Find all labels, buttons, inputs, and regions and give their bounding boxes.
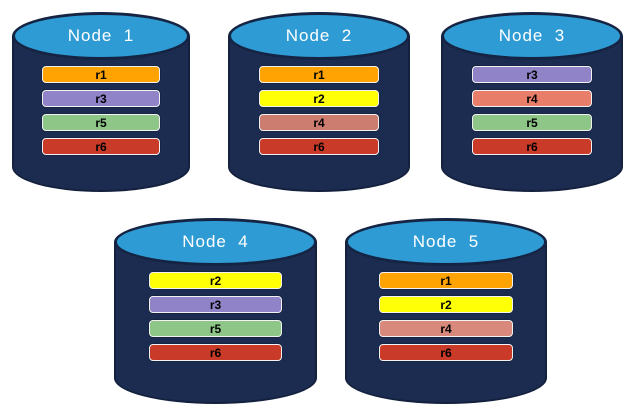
replica-bar-r5: r5 [148,320,283,337]
node-3-cylinder-top: Node 3 [441,12,623,60]
node-3: Node 3 r3 r4 r5 r6 [441,12,623,192]
node-2-title: Node 2 [285,26,353,45]
replica-bar-r3: r3 [148,296,283,313]
replica-bar-r3: r3 [42,90,160,107]
replica-bar-r6: r6 [379,344,513,361]
replica-bar-r3: r3 [471,66,593,83]
replica-label: r4 [440,321,452,336]
node-5-cylinder-top: Node 5 [345,218,547,266]
replica-bar-r6: r6 [148,344,283,361]
replica-bar-r2: r2 [258,90,380,107]
replica-label: r6 [526,139,538,154]
replica-label: r2 [440,297,452,312]
replica-label: r4 [313,115,325,130]
replica-label: r1 [440,273,452,288]
node-2-replica-list: r1 r2 r4 r6 [228,66,410,155]
replica-bar-r4: r4 [258,114,380,131]
replica-label: r3 [95,91,107,106]
replica-bar-r1: r1 [42,66,160,83]
replica-bar-r5: r5 [42,114,160,131]
replica-bar-r5: r5 [471,114,593,131]
node-1-title: Node 1 [67,26,135,45]
node-2-cylinder-top: Node 2 [228,12,410,60]
replica-label: r3 [526,67,538,82]
replica-label: r5 [209,321,222,336]
replica-bar-r2: r2 [148,272,283,289]
node-1: Node 1 r1 r3 r5 r6 [12,12,190,192]
node-5-title: Node 5 [412,232,480,251]
replica-label: r5 [526,115,538,130]
node-5: Node 5 r1 r2 r4 r6 [345,218,547,404]
node-1-replica-list: r1 r3 r5 r6 [12,66,190,155]
replica-label: r2 [313,91,325,106]
node-4-title: Node 4 [182,232,249,251]
replica-label: r6 [313,139,325,154]
node-5-replica-list: r1 r2 r4 r6 [345,272,547,361]
node-3-title: Node 3 [498,26,566,45]
node-4-replica-list: r2 r3 r5 r6 [114,272,317,361]
node-1-cylinder-top: Node 1 [12,12,190,60]
replica-label: r6 [209,345,222,360]
replica-label: r3 [209,297,222,312]
replica-label: r4 [526,91,538,106]
replica-label: r1 [313,67,325,82]
node-2: Node 2 r1 r2 r4 r6 [228,12,410,192]
replica-label: r6 [95,139,107,154]
replica-label: r1 [95,67,107,82]
replica-bar-r4: r4 [379,320,513,337]
replica-bar-r1: r1 [258,66,380,83]
replica-bar-r6: r6 [42,138,160,155]
replica-bar-r2: r2 [379,296,513,313]
node-3-replica-list: r3 r4 r5 r6 [441,66,623,155]
node-4-cylinder-top: Node 4 [114,218,317,266]
replica-bar-r6: r6 [258,138,380,155]
replica-bar-r6: r6 [471,138,593,155]
replica-label: r5 [95,115,107,130]
replica-bar-r4: r4 [471,90,593,107]
replica-label: r6 [440,345,452,360]
replica-label: r2 [209,273,222,288]
node-4: Node 4 r2 r3 r5 r6 [114,218,317,404]
replica-bar-r1: r1 [379,272,513,289]
